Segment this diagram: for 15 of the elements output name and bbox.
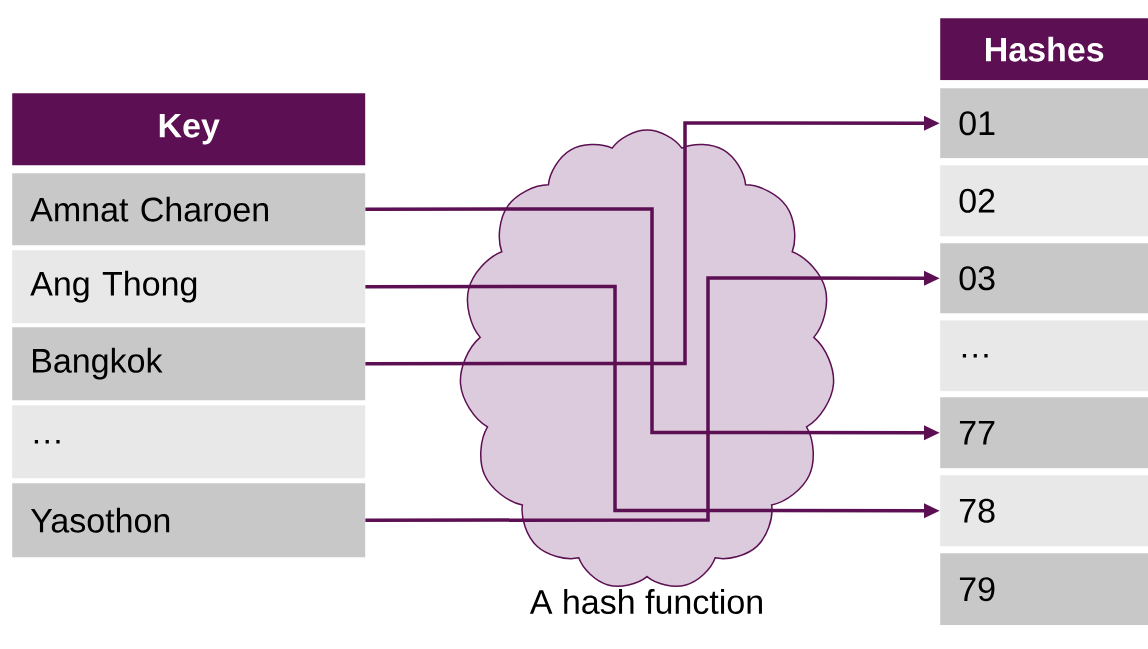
table-cell: 02 (940, 165, 1148, 237)
table-cell: … (940, 320, 1148, 392)
caption: A hash function (529, 589, 762, 614)
table-cell: 78 (940, 475, 1148, 547)
table-cell: 79 (940, 553, 1148, 626)
table-cell: Bangkok (12, 327, 366, 401)
table-cell: 77 (940, 397, 1148, 469)
table-cell: Amnat Charoen (12, 173, 366, 246)
table-cell: Ang Thong (12, 250, 366, 324)
table-cell: 01 (940, 88, 1148, 159)
table-cell: 03 (940, 243, 1148, 314)
table-header: Key (12, 93, 366, 166)
table-cell: … (12, 405, 366, 479)
table-cell: Yasothon (12, 483, 366, 558)
table-header: Hashes (940, 18, 1148, 81)
